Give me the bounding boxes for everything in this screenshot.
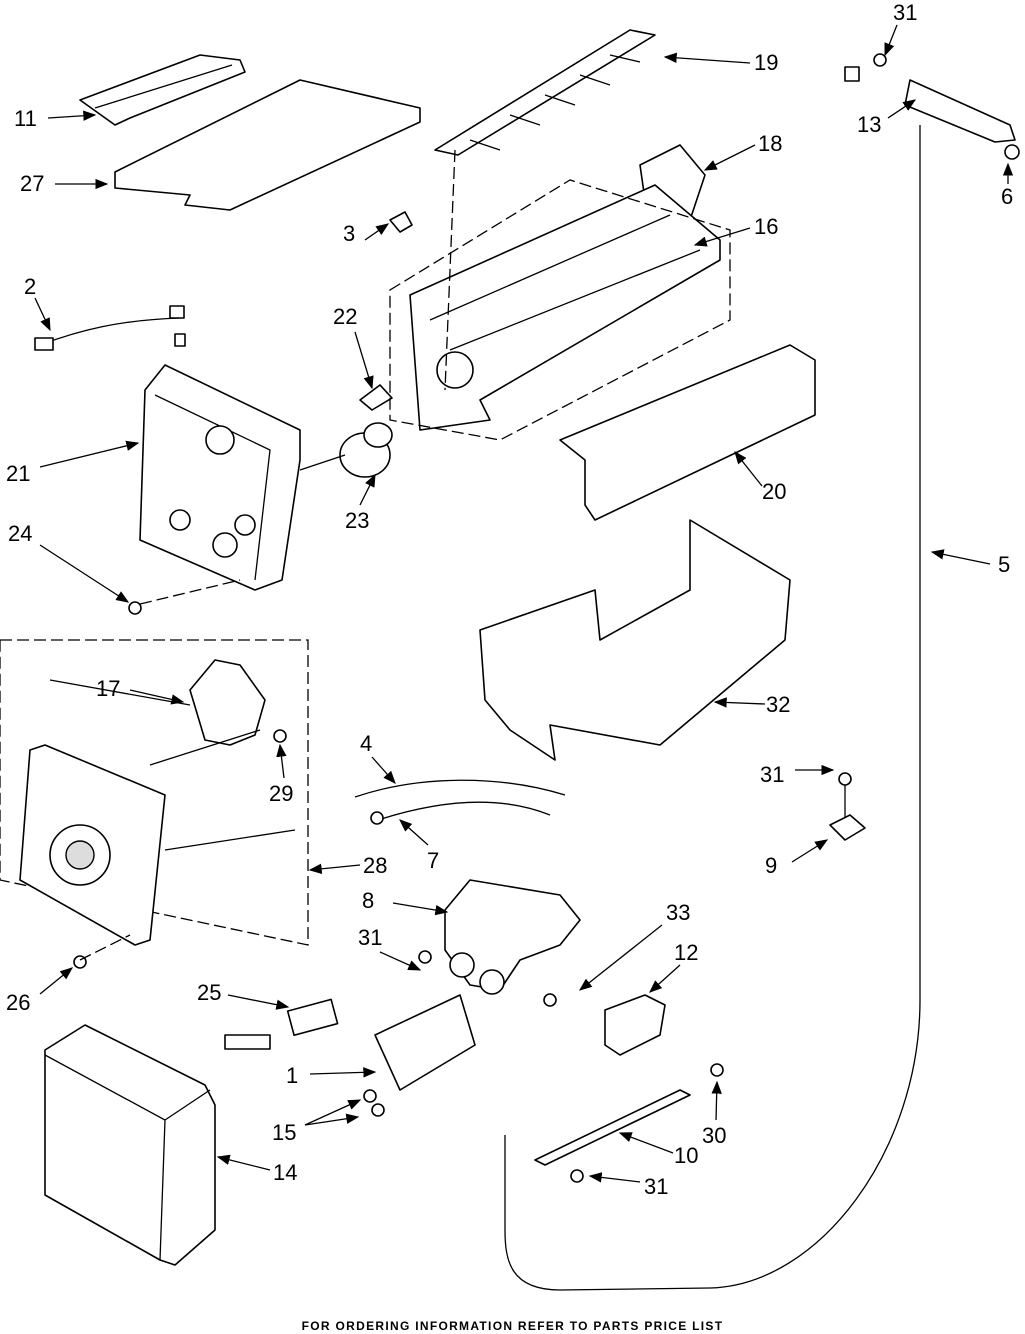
part-9-clip [830,815,865,840]
callout-17: 17 [96,676,120,701]
part-22-clip [360,385,392,410]
callout-19: 19 [754,50,778,75]
part-8-water-valve [445,880,580,994]
callout-4: 4 [360,731,372,756]
part-21-housing [140,365,300,590]
part-19-ejector [435,30,655,155]
part-4-7-tubes [355,780,565,824]
callout-3: 3 [343,221,355,246]
callout-1: 1 [286,1063,298,1088]
callout-33: 33 [666,900,690,925]
callout-28: 28 [363,853,387,878]
callout-5: 5 [998,552,1010,577]
ordering-info-footer: FOR ORDERING INFORMATION REFER TO PARTS … [0,1319,1025,1333]
callout-31: 31 [760,762,784,787]
callout-6: 6 [1001,184,1013,209]
callout-29: 29 [269,781,293,806]
callout-12: 12 [674,940,698,965]
part-28-module [20,745,165,945]
part-23-motor-plug [340,423,392,477]
callout-7: 7 [427,848,439,873]
callout-30: 30 [702,1123,726,1148]
callout-31: 31 [358,925,382,950]
part-10-strip [535,1090,690,1165]
callout-11: 11 [14,106,37,131]
callout-25: 25 [197,980,221,1005]
callout-13: 13 [857,112,881,137]
callout-15: 15 [272,1120,296,1145]
callout-23: 23 [345,508,369,533]
part-25-harness [225,999,338,1049]
callout-26: 26 [6,990,30,1015]
callout-32: 32 [766,692,790,717]
part-1-bracket [375,995,475,1090]
part-32-bracket [480,520,790,760]
callout-2: 2 [24,274,36,299]
part-12-clamp [605,995,665,1055]
callout-22: 22 [333,304,357,329]
callout-8: 8 [362,888,374,913]
callout-21: 21 [6,461,30,486]
callout-24: 24 [8,521,32,546]
callout-16: 16 [754,214,778,239]
callout-27: 27 [20,171,44,196]
part-11-handle [80,55,245,125]
callout-9: 9 [765,853,777,878]
callout-20: 20 [762,479,786,504]
callout-10: 10 [674,1143,698,1168]
callout-18: 18 [758,131,782,156]
part-2-wire-harness [35,306,185,350]
part-14-cover [45,1025,215,1265]
leader-arrows [35,25,1008,1182]
part-3-clip [390,212,412,232]
callout-31: 31 [893,0,917,25]
part-6-grommet [1005,145,1019,159]
callout-14: 14 [273,1160,297,1185]
callout-31: 31 [644,1174,668,1199]
